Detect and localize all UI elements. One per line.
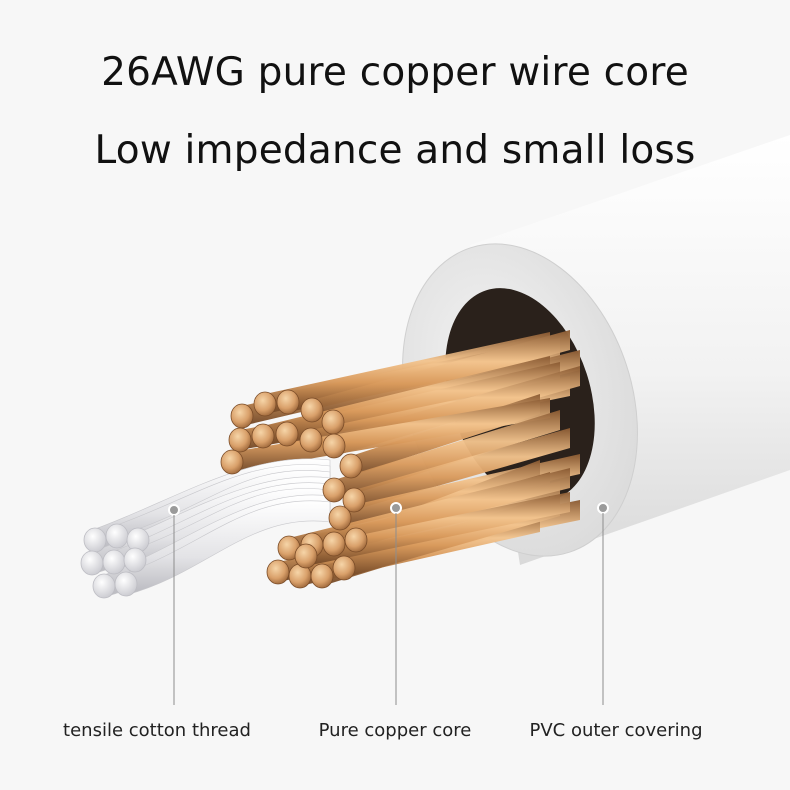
callout-dot-pvc [597,502,609,514]
label-tensile-cotton-thread: tensile cotton thread [63,720,251,741]
copper-strand-tip [294,543,318,569]
copper-strand-tip [328,505,352,531]
thread-strand-tip [102,549,126,575]
callout-dot-copper [390,502,402,514]
copper-strands [232,330,580,586]
thread-strand-tip [83,527,107,553]
copper-strand-tip [220,449,244,475]
copper-strand-tip [322,433,346,459]
headline-line-1: 26AWG pure copper wire core [101,50,689,95]
copper-strand [334,410,560,500]
cotton-thread-strands [91,458,331,598]
thread-strand-tip [105,523,129,549]
thread-strand-tip [80,550,104,576]
copper-strand-tip [228,427,252,453]
copper-strand-tip [322,477,346,503]
copper-strand [312,330,570,420]
thread-strand-tip [114,571,138,597]
copper-strand-tips [220,389,368,589]
callout-dot-thread [168,504,180,516]
copper-strand-tip [299,427,323,453]
thread-strand-tip [92,573,116,599]
copper-strand-tip [275,421,299,447]
copper-strand [232,398,550,472]
copper-strand [354,428,570,510]
callout-lines [168,502,609,705]
label-pure-copper-core: Pure copper core [318,720,472,741]
copper-strand-tip [344,527,368,553]
label-pvc-outer-covering: PVC outer covering [529,720,703,741]
copper-strand-tip [230,403,254,429]
copper-strand-tip [332,555,356,581]
copper-strand-tip [321,409,345,435]
copper-strand-tip [251,423,275,449]
copper-strand-tip [339,453,363,479]
thread-strand-tips [80,523,150,599]
copper-strand-tip [322,531,346,557]
copper-strand-tip [253,391,277,417]
copper-strand-tip [310,563,334,589]
copper-strand-tip [276,389,300,415]
copper-strand [306,492,570,566]
copper-strand-tip [266,559,290,585]
copper-strand-tip [300,397,324,423]
copper-strand-tip [342,487,366,513]
headline-line-2: Low impedance and small loss [94,128,696,173]
thread-strand-tip [123,547,147,573]
